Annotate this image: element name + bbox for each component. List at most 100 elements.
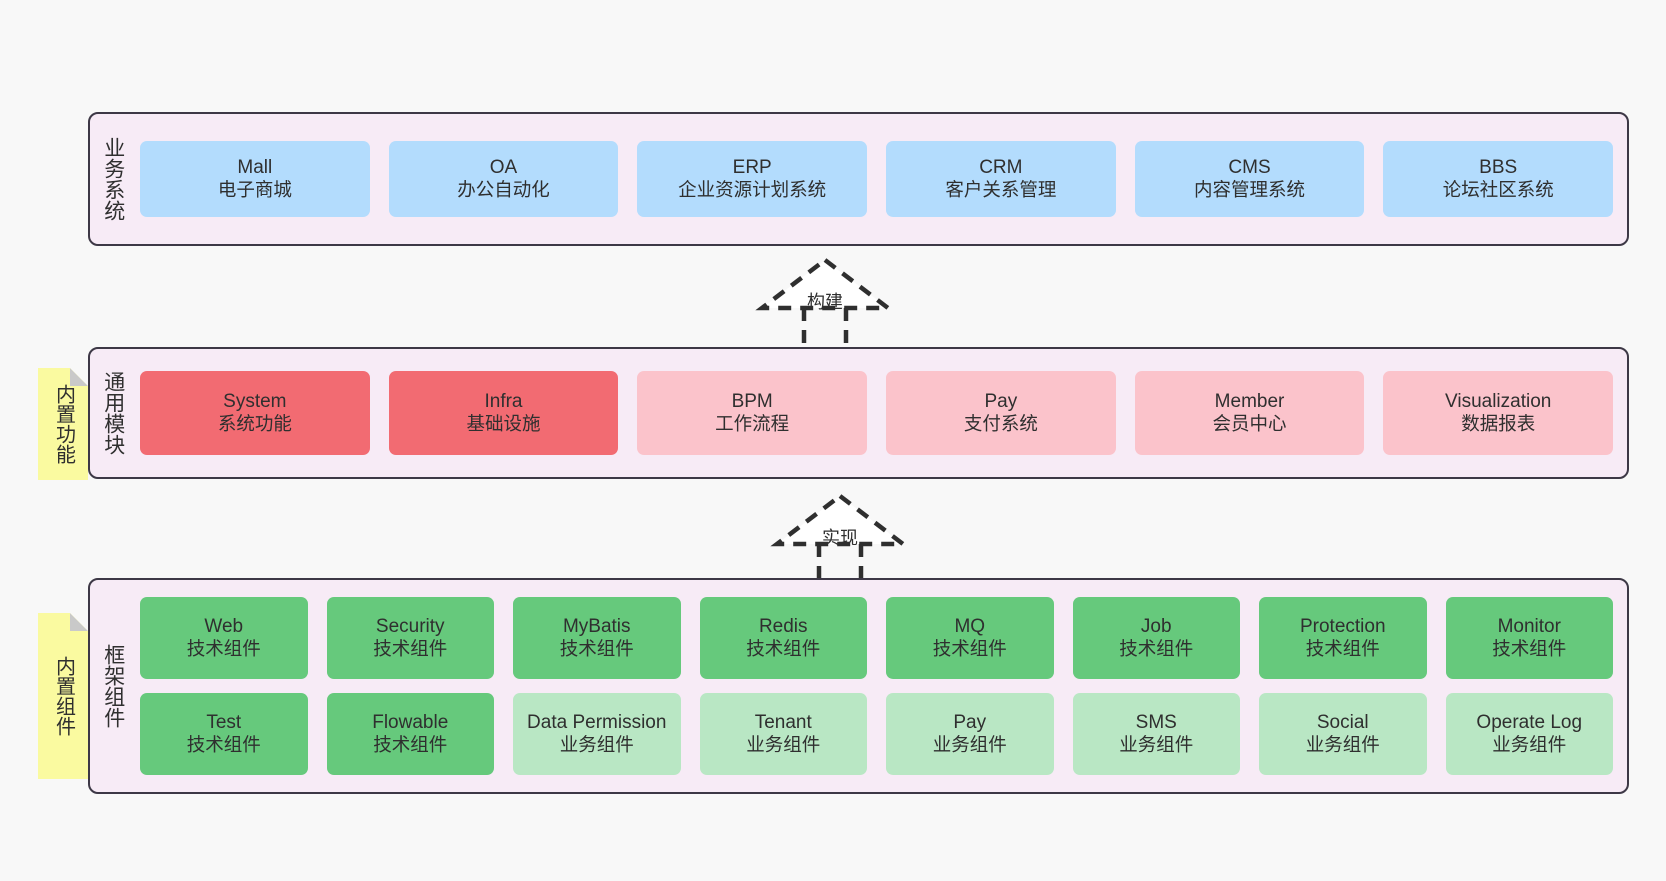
card-subtitle: 业务组件 bbox=[932, 734, 1007, 756]
card-subtitle: 内容管理系统 bbox=[1194, 179, 1306, 201]
card-bpm[interactable]: BPM 工作流程 bbox=[637, 371, 868, 455]
card-subtitle: 业务组件 bbox=[1119, 734, 1194, 756]
card-title: Job bbox=[1140, 616, 1172, 638]
card-title: BBS bbox=[1479, 157, 1518, 179]
card-subtitle: 企业资源计划系统 bbox=[678, 179, 827, 201]
card-mq[interactable]: MQ 技术组件 bbox=[886, 597, 1054, 679]
card-title: Web bbox=[204, 616, 244, 638]
row-tech-components: Web 技术组件 Security 技术组件 MyBatis 技术组件 Redi… bbox=[140, 597, 1613, 679]
card-pay-component[interactable]: Pay 业务组件 bbox=[886, 693, 1054, 775]
note-builtin-function: 内置功能 bbox=[38, 368, 88, 480]
card-member[interactable]: Member 会员中心 bbox=[1134, 371, 1365, 455]
card-title: SMS bbox=[1135, 712, 1177, 734]
card-title: CRM bbox=[979, 157, 1023, 179]
card-subtitle: 技术组件 bbox=[1492, 638, 1567, 660]
card-security[interactable]: Security 技术组件 bbox=[326, 597, 494, 679]
card-title: Test bbox=[206, 712, 242, 734]
card-job[interactable]: Job 技术组件 bbox=[1072, 597, 1240, 679]
card-subtitle: 技术组件 bbox=[1305, 638, 1380, 660]
card-subtitle: 技术组件 bbox=[373, 638, 448, 660]
card-subtitle: 客户关系管理 bbox=[945, 179, 1057, 201]
card-title: CMS bbox=[1228, 157, 1271, 179]
card-social[interactable]: Social 业务组件 bbox=[1259, 693, 1427, 775]
note-fold-corner-icon bbox=[70, 613, 88, 631]
card-subtitle: 业务组件 bbox=[1305, 734, 1380, 756]
card-title: Tenant bbox=[754, 712, 812, 734]
note-builtin-component: 内置组件 bbox=[38, 613, 88, 779]
card-title: Security bbox=[375, 616, 445, 638]
card-title: Monitor bbox=[1497, 616, 1561, 638]
card-sms[interactable]: SMS 业务组件 bbox=[1072, 693, 1240, 775]
card-flowable[interactable]: Flowable 技术组件 bbox=[326, 693, 494, 775]
layer-label-common-module: 通用模块 bbox=[101, 371, 125, 455]
card-subtitle: 会员中心 bbox=[1212, 413, 1287, 435]
card-title: Protection bbox=[1299, 616, 1386, 638]
card-title: MQ bbox=[954, 616, 986, 638]
card-mybatis[interactable]: MyBatis 技术组件 bbox=[513, 597, 681, 679]
card-title: OA bbox=[489, 157, 518, 179]
card-protection[interactable]: Protection 技术组件 bbox=[1259, 597, 1427, 679]
card-mall[interactable]: Mall 电子商城 bbox=[140, 141, 370, 217]
card-title: BPM bbox=[731, 391, 773, 413]
connector-implement: 实现 bbox=[755, 488, 925, 584]
card-subtitle: 技术组件 bbox=[746, 638, 821, 660]
card-test[interactable]: Test 技术组件 bbox=[140, 693, 308, 775]
layer-body-common-module: System 系统功能 Infra 基础设施 BPM 工作流程 Pay 支付系统… bbox=[136, 349, 1627, 477]
card-title: Infra bbox=[484, 391, 523, 413]
card-title: Mall bbox=[237, 157, 273, 179]
card-title: MyBatis bbox=[562, 616, 631, 638]
note-fold-corner-icon bbox=[70, 368, 88, 386]
card-system[interactable]: System 系统功能 bbox=[140, 371, 370, 455]
card-title: Flowable bbox=[372, 712, 449, 734]
card-subtitle: 办公自动化 bbox=[457, 179, 550, 201]
card-subtitle: 基础设施 bbox=[466, 413, 541, 435]
card-title: Data Permission bbox=[527, 712, 667, 734]
card-subtitle: 技术组件 bbox=[932, 638, 1007, 660]
card-subtitle: 业务组件 bbox=[1492, 734, 1567, 756]
card-subtitle: 技术组件 bbox=[186, 734, 261, 756]
card-title: Pay bbox=[953, 712, 987, 734]
layer-business-system: 业务系统 Mall 电子商城 OA 办公自动化 ERP 企业资源计划系统 CRM bbox=[88, 112, 1629, 246]
card-title: Visualization bbox=[1445, 391, 1552, 413]
note-label: 内置组件 bbox=[52, 656, 75, 736]
card-subtitle: 支付系统 bbox=[963, 413, 1038, 435]
card-subtitle: 工作流程 bbox=[715, 413, 790, 435]
layer-framework-component: 框架组件 Web 技术组件 Security 技术组件 MyBatis 技术组件… bbox=[88, 578, 1629, 794]
card-data-permission[interactable]: Data Permission 业务组件 bbox=[513, 693, 681, 775]
card-operate-log[interactable]: Operate Log 业务组件 bbox=[1445, 693, 1613, 775]
card-redis[interactable]: Redis 技术组件 bbox=[699, 597, 867, 679]
card-web[interactable]: Web 技术组件 bbox=[140, 597, 308, 679]
card-bbs[interactable]: BBS 论坛社区系统 bbox=[1383, 141, 1614, 217]
layer-common-module: 通用模块 System 系统功能 Infra 基础设施 BPM 工作流程 Pay bbox=[88, 347, 1629, 479]
connector-build-arrow-icon bbox=[755, 257, 895, 348]
card-monitor[interactable]: Monitor 技术组件 bbox=[1445, 597, 1613, 679]
layer-label-framework-component: 框架组件 bbox=[101, 644, 125, 728]
row-business-systems: Mall 电子商城 OA 办公自动化 ERP 企业资源计划系统 CRM 客户关系… bbox=[140, 141, 1614, 217]
card-crm[interactable]: CRM 客户关系管理 bbox=[886, 141, 1116, 217]
card-subtitle: 业务组件 bbox=[559, 734, 634, 756]
note-label: 内置功能 bbox=[52, 384, 75, 464]
card-subtitle: 技术组件 bbox=[186, 638, 261, 660]
card-title: Member bbox=[1214, 391, 1285, 413]
card-subtitle: 论坛社区系统 bbox=[1442, 179, 1554, 201]
card-subtitle: 业务组件 bbox=[746, 734, 821, 756]
card-erp[interactable]: ERP 企业资源计划系统 bbox=[637, 141, 868, 217]
card-title: ERP bbox=[732, 157, 772, 179]
card-subtitle: 技术组件 bbox=[1119, 638, 1194, 660]
card-tenant[interactable]: Tenant 业务组件 bbox=[699, 693, 867, 775]
layer-label-business-system: 业务系统 bbox=[101, 137, 125, 221]
card-subtitle: 技术组件 bbox=[373, 734, 448, 756]
row-common-modules: System 系统功能 Infra 基础设施 BPM 工作流程 Pay 支付系统… bbox=[140, 371, 1614, 455]
card-pay-module[interactable]: Pay 支付系统 bbox=[886, 371, 1116, 455]
card-title: Pay bbox=[984, 391, 1018, 413]
card-visualization[interactable]: Visualization 数据报表 bbox=[1383, 371, 1614, 455]
layer-body-business-system: Mall 电子商城 OA 办公自动化 ERP 企业资源计划系统 CRM 客户关系… bbox=[136, 114, 1627, 244]
card-infra[interactable]: Infra 基础设施 bbox=[388, 371, 619, 455]
card-title: Redis bbox=[758, 616, 808, 638]
card-subtitle: 数据报表 bbox=[1461, 413, 1536, 435]
card-cms[interactable]: CMS 内容管理系统 bbox=[1134, 141, 1365, 217]
card-title: System bbox=[223, 391, 287, 413]
layer-body-framework-component: Web 技术组件 Security 技术组件 MyBatis 技术组件 Redi… bbox=[136, 580, 1627, 792]
card-subtitle: 技术组件 bbox=[559, 638, 634, 660]
card-oa[interactable]: OA 办公自动化 bbox=[388, 141, 619, 217]
